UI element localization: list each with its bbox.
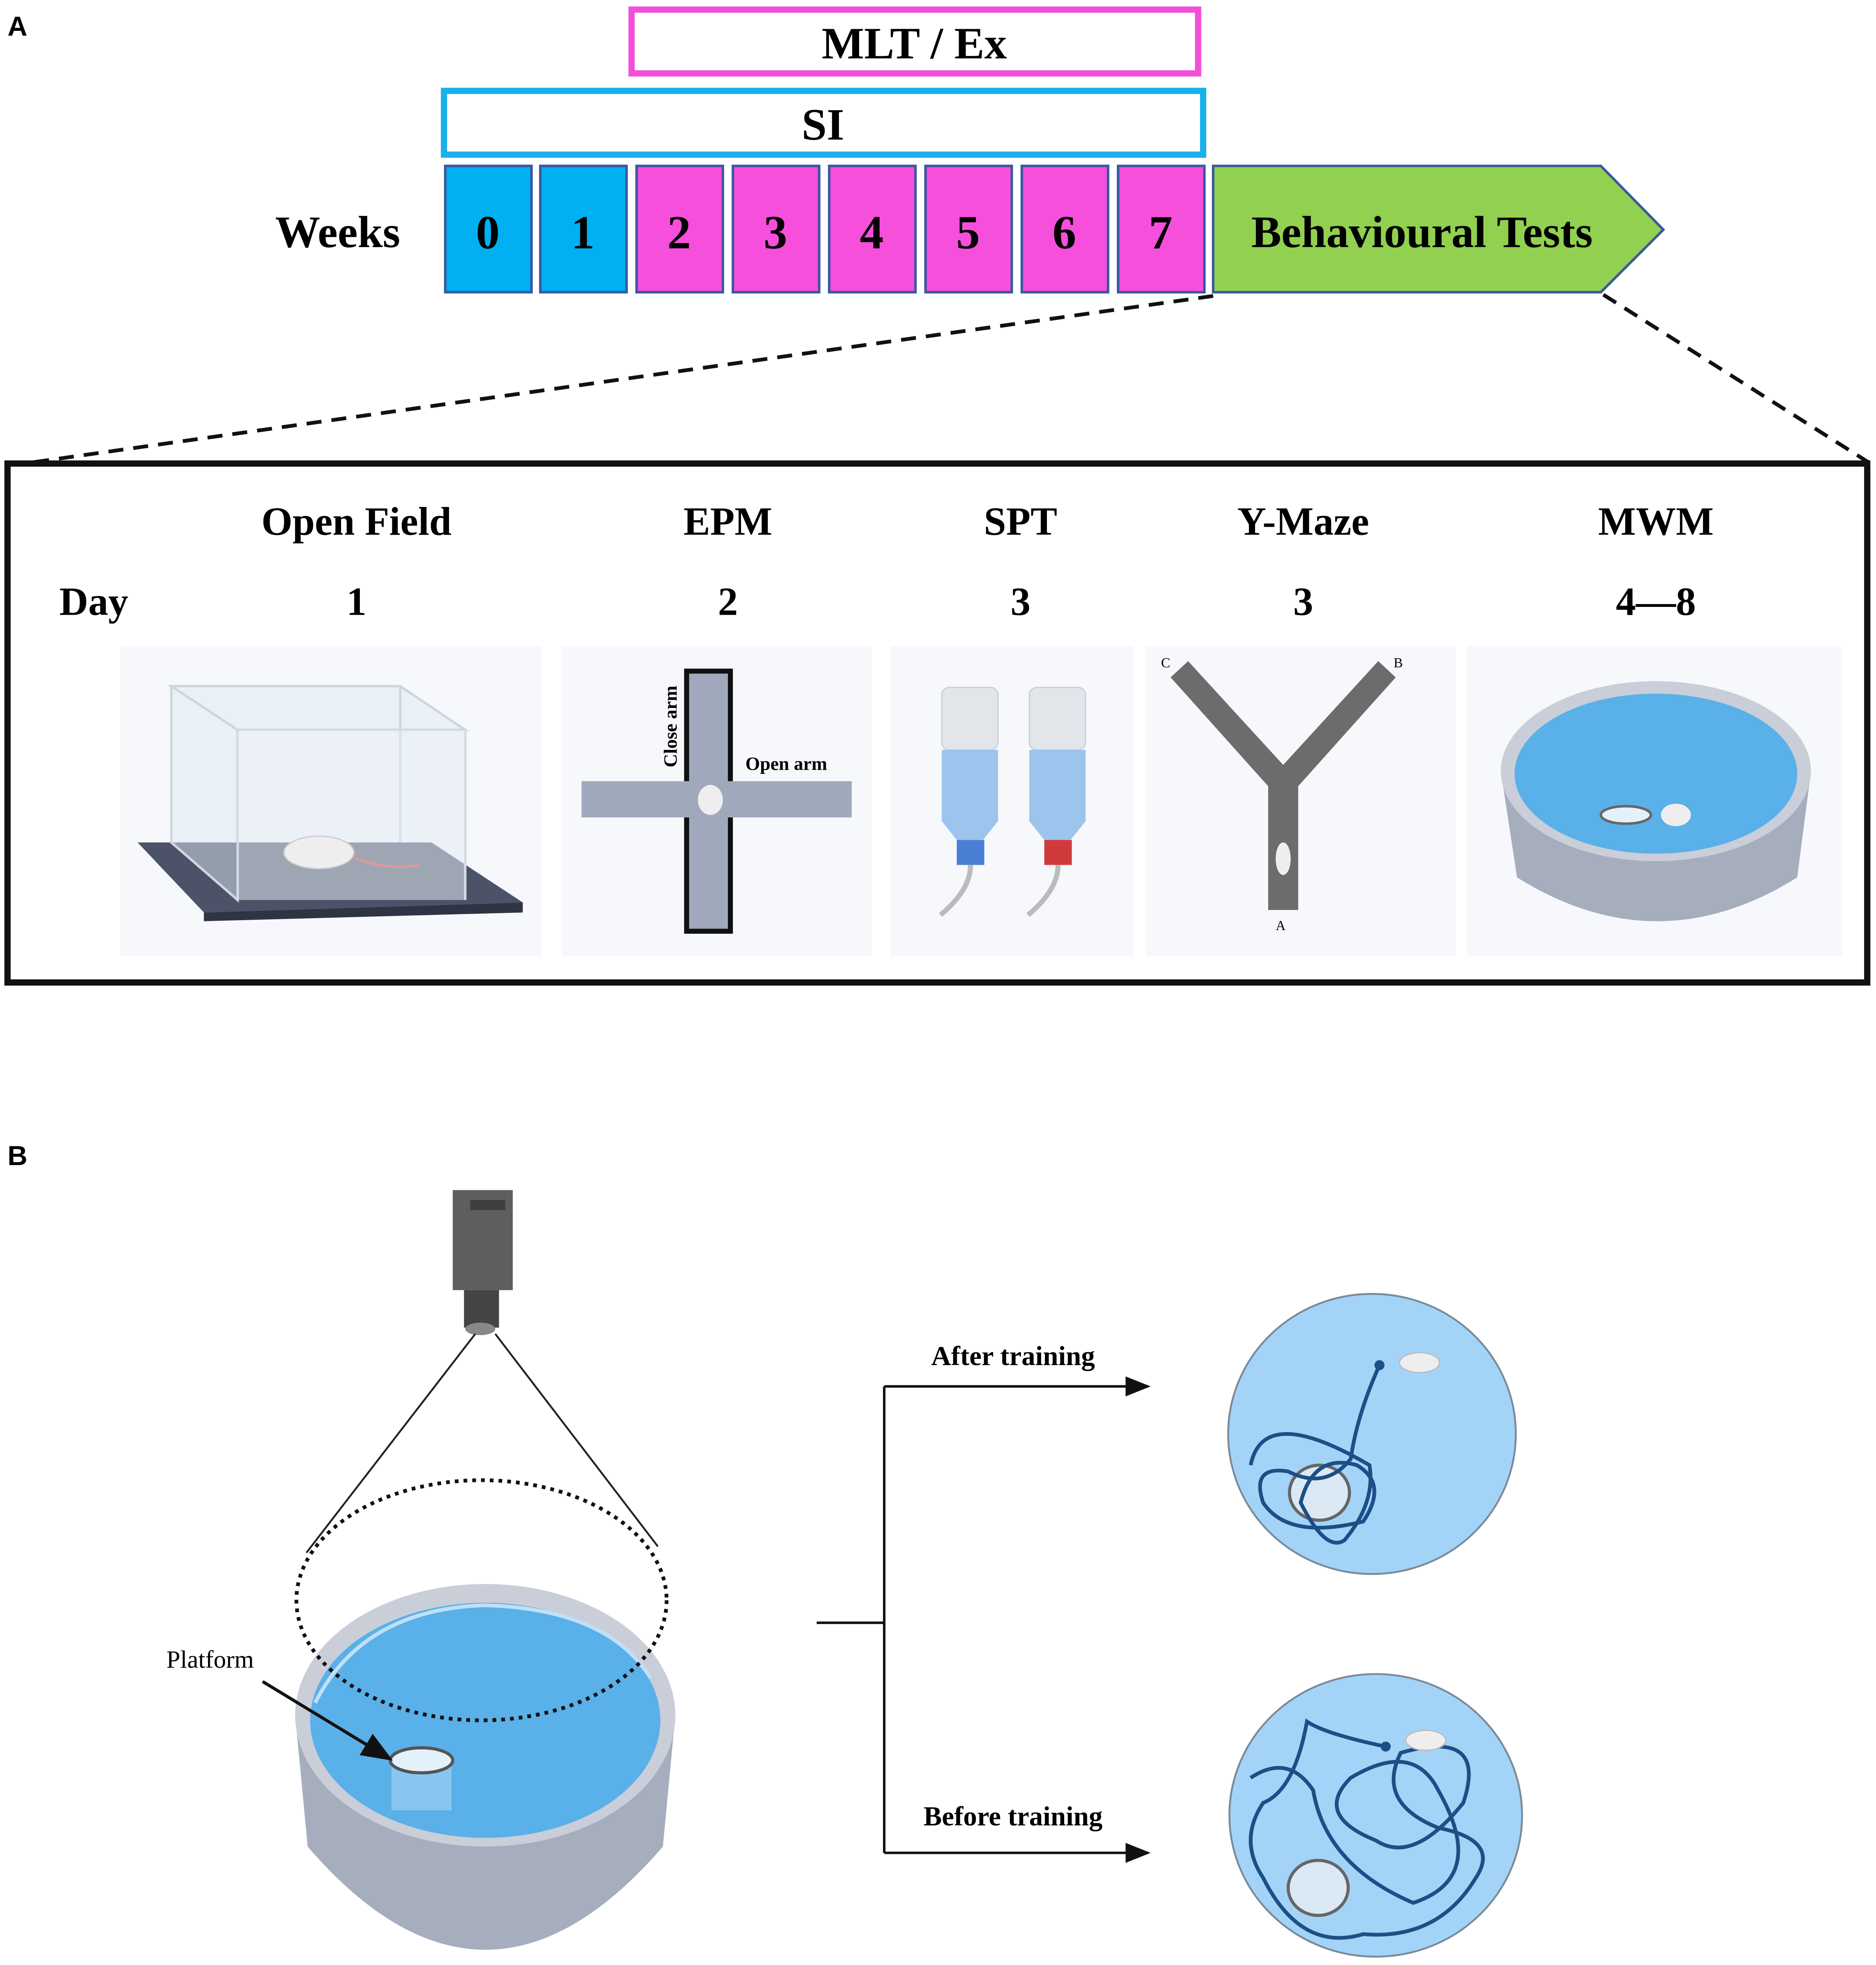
panel-b-label: B (7, 1141, 27, 1171)
week-box (1020, 164, 1109, 294)
zoom-line-left (14, 294, 1214, 467)
week-box (924, 164, 1013, 294)
test-name: Y-Maze (1237, 500, 1369, 544)
week-number: 0 (476, 206, 500, 259)
after-training-track (1227, 1293, 1517, 1575)
mlt-ex-label: MLT / Ex (822, 18, 1007, 68)
week-box (635, 164, 724, 294)
arm-b-label: B (1394, 655, 1403, 671)
water-maze-pool (295, 1584, 676, 1950)
week-box (539, 164, 628, 294)
y-maze-illustration: A B C (1145, 646, 1456, 956)
arm-a-label: A (1276, 918, 1285, 933)
tests-row: Open Field 1 EPM 2 SPT 3 Y-Maze 3 MWM 4—8 (262, 500, 1714, 624)
platform (389, 1746, 454, 1775)
epm-illustration: Close arm Open arm (561, 646, 872, 956)
open-field-illustration (120, 646, 542, 956)
week-number: 5 (956, 206, 980, 259)
open-arm-label: Open arm (746, 753, 827, 774)
week-box (828, 164, 917, 294)
test-name: Open Field (262, 500, 452, 544)
test-day: 3 (1010, 579, 1031, 624)
test-name: EPM (683, 500, 772, 544)
spt-illustration (890, 646, 1133, 956)
camera-field-ellipse (294, 1478, 669, 1722)
behavioural-tests-arrow (1212, 164, 1665, 294)
week-number: 6 (1052, 206, 1076, 259)
after-training-label: After training (931, 1341, 1095, 1371)
zoom-line-right (1602, 293, 1870, 464)
week-box (1116, 164, 1206, 294)
before-training-label: Before training (924, 1801, 1102, 1831)
camera-icon (452, 1190, 513, 1335)
test-day: 4—8 (1616, 579, 1696, 624)
test-day: 3 (1293, 579, 1313, 624)
test-name: SPT (984, 500, 1057, 544)
week-number: 2 (667, 206, 691, 259)
week-number: 3 (764, 206, 787, 259)
behavioural-tests-label: Behavioural Tests (1251, 207, 1593, 257)
close-arm-label: Close arm (660, 686, 681, 768)
mwm-illustration (1467, 646, 1842, 956)
test-name: MWM (1598, 500, 1714, 544)
week-number: 1 (571, 206, 595, 259)
week-number: 4 (860, 206, 884, 259)
week-number: 7 (1149, 206, 1172, 259)
panel-a-label: A (7, 11, 27, 42)
mlt-ex-bar (628, 6, 1202, 77)
test-day: 2 (718, 579, 738, 624)
platform-label: Platform (167, 1646, 254, 1673)
test-day: 1 (346, 579, 366, 624)
week-box (444, 164, 533, 294)
weeks-label: Weeks (275, 207, 400, 257)
before-training-track (1228, 1673, 1523, 1958)
week-box (732, 164, 821, 294)
si-label: SI (801, 100, 844, 150)
arm-c-label: C (1161, 655, 1170, 671)
outcome-bracket (816, 1376, 1151, 1863)
camera-view-line (306, 1333, 476, 1553)
day-label: Day (59, 579, 128, 624)
camera-view-line (494, 1333, 659, 1547)
si-bar (441, 88, 1207, 158)
week-boxes: 0 1 2 3 4 5 6 7 (444, 164, 1206, 294)
platform-arrow (262, 1680, 393, 1761)
